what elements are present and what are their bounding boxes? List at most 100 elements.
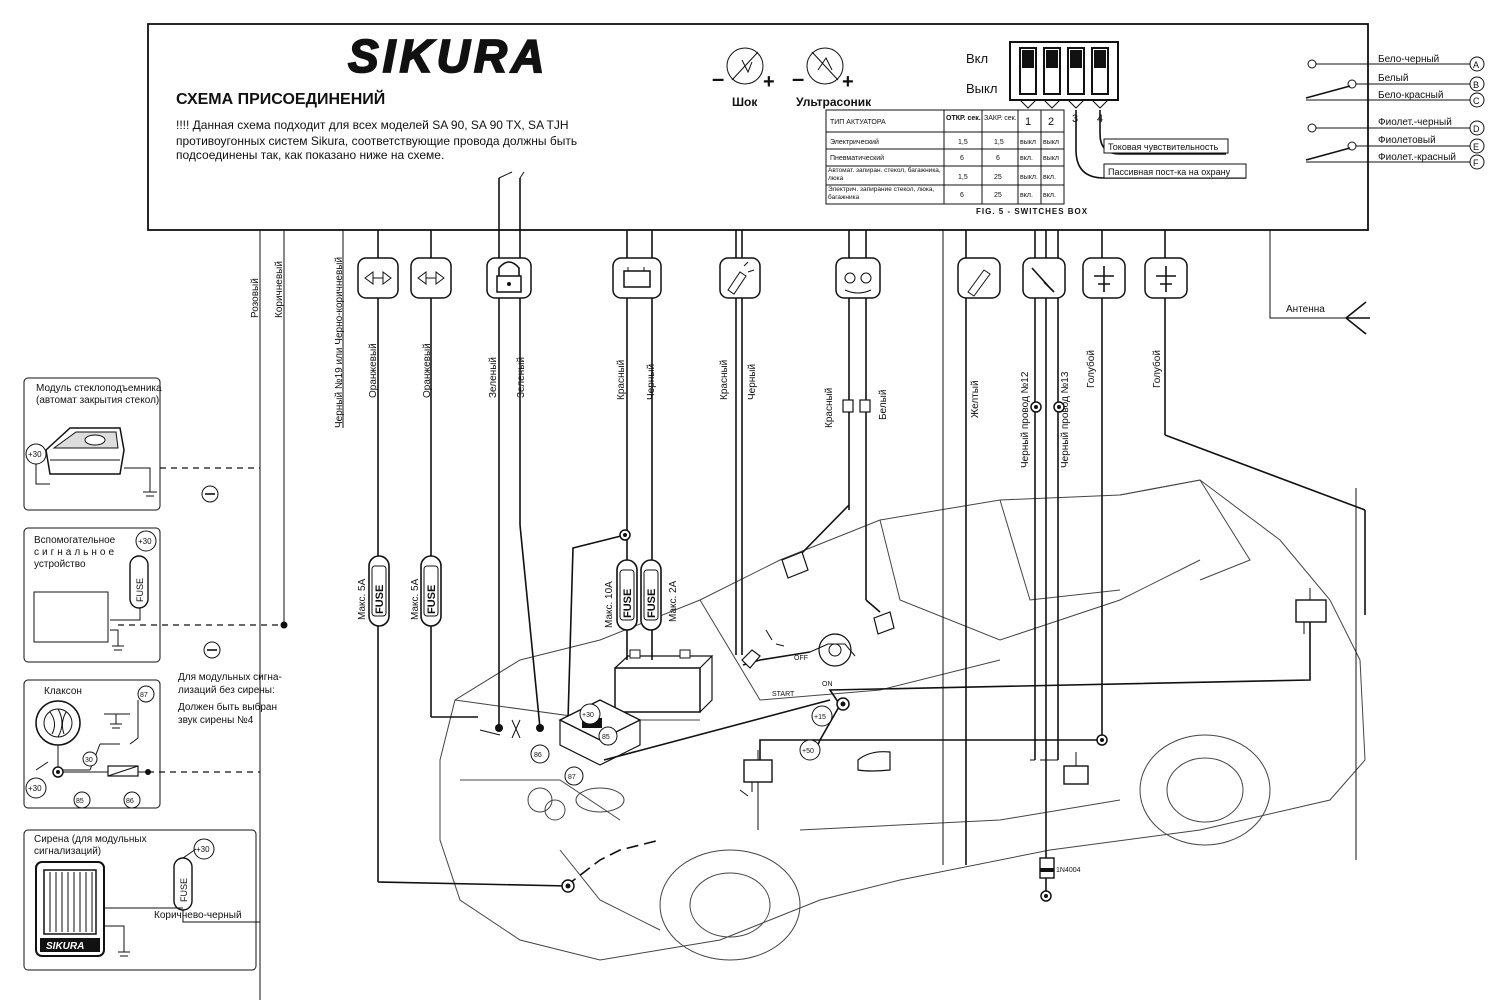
svg-text:–: – xyxy=(792,66,804,91)
fuse-4-label: FUSE xyxy=(646,589,658,618)
siren-wire-label: Коричнево-черный xyxy=(154,910,242,921)
aux-wiring xyxy=(110,608,141,651)
relay-plus30-marker xyxy=(579,703,601,725)
aux-plus30: +30 xyxy=(138,537,152,546)
horn-plus30-marker xyxy=(25,777,47,799)
fuse-1-label: FUSE xyxy=(374,585,386,614)
letter-b: B xyxy=(1473,80,1479,90)
switch-off-label: Выкл xyxy=(966,81,997,96)
siren-icon xyxy=(35,861,105,957)
label-black12: Черный провод №12 xyxy=(1020,371,1031,468)
row3-sw2: вкл. xyxy=(1043,174,1056,181)
label-pink: Розовый xyxy=(250,278,261,318)
row4-sw2: вкл. xyxy=(1043,192,1056,199)
wire-a-label: Бело-черный xyxy=(1378,54,1439,65)
table-header-open: ОТКР. сек. xyxy=(946,115,981,122)
hood-switch-icon xyxy=(1022,257,1066,299)
relay-pin-87-marker xyxy=(564,766,584,786)
row4-type: Электрич. запирание стекол, люка, багажн… xyxy=(828,186,935,201)
diode-label: 1N4004 xyxy=(1056,867,1081,874)
ignition-plus50: +50 xyxy=(802,748,814,755)
connector-plugs-drawing xyxy=(741,551,895,772)
note-line-3: подсоединены так, как показано ниже на с… xyxy=(176,148,444,162)
current-sensitivity-box xyxy=(1103,138,1229,154)
window-module-wiring xyxy=(35,464,157,497)
label-black13: Черный провод №13 xyxy=(1060,371,1071,468)
label-yellow: Желтый xyxy=(970,380,981,418)
aux-fuse-label: FUSE xyxy=(135,578,145,602)
table-header-type: ТИП АКТУАТОРА xyxy=(830,119,886,126)
window-module-subtitle: (автомат закрытия стекол) xyxy=(36,395,159,406)
actuator-table xyxy=(825,109,1065,205)
header-frame xyxy=(147,23,1369,231)
horn-title: Клаксон xyxy=(44,686,82,697)
label-orange-1: Оранжевый xyxy=(368,343,379,398)
row1-close: 1,5 xyxy=(994,139,1004,146)
fuse-1-rating: Макс. 5A xyxy=(357,578,368,620)
relay-pin-85-marker xyxy=(598,726,618,746)
relay-pin-87: 87 xyxy=(568,774,576,781)
label-black19: Черный №19 или Черно-коричневый xyxy=(334,257,345,428)
siren-plus30: +30 xyxy=(196,845,210,854)
lamp-icon xyxy=(719,257,761,299)
fuse-3-label: FUSE xyxy=(622,589,634,618)
horn-icon xyxy=(35,700,81,746)
junction-markers xyxy=(280,399,1108,902)
aux-device-box xyxy=(33,591,109,643)
label-red-1: Красный xyxy=(616,360,627,400)
svg-text:+: + xyxy=(763,71,775,93)
door-pin-switch-icon-1 xyxy=(1082,257,1126,299)
horn-pin-87: 87 xyxy=(140,692,148,699)
aux-line-2: сигнальное xyxy=(34,547,117,558)
pin-switch-drawings xyxy=(739,588,1327,879)
sw-num-1: 1 xyxy=(1025,116,1031,128)
horn-pin-85-marker xyxy=(73,791,91,809)
row3-type-wrap: Автомат. запиран. стекол, багажника, люк… xyxy=(828,167,941,182)
label-white: Белый xyxy=(878,390,889,420)
ultrasonic-label: Ультрасоник xyxy=(796,95,872,109)
relay-pin-85: 85 xyxy=(602,734,610,741)
label-green-1: Зеленый xyxy=(488,357,499,398)
fuse-3-icon xyxy=(616,559,638,631)
letter-d: D xyxy=(1473,124,1480,134)
wire-b-label: Белый xyxy=(1378,73,1408,84)
antenna-label: Антенна xyxy=(1286,304,1325,315)
battery-drawing xyxy=(614,649,714,713)
wire-c-label: Бело-красный xyxy=(1378,90,1443,101)
plus15-marker xyxy=(811,705,833,727)
ignition-switch-drawing xyxy=(809,633,856,667)
label-black-1: Черный xyxy=(646,364,657,400)
horn-pin-30-marker xyxy=(82,751,98,767)
relay-plus30: +30 xyxy=(582,712,594,719)
row3-sw1: выкл. xyxy=(1020,174,1038,181)
wire-bundle xyxy=(259,171,1366,1000)
row4-sw1: вкл. xyxy=(1020,192,1033,199)
letter-e: E xyxy=(1473,142,1479,152)
battery-icon xyxy=(612,257,662,299)
label-red-3: Красный xyxy=(824,388,835,428)
wire-e-label: Фиолетовый xyxy=(1378,135,1436,146)
note-line-1: !!!! Данная схема подходит для всех моде… xyxy=(176,118,569,132)
switches-box-caption: FIG. 5 - SWITCHES BOX xyxy=(976,207,1088,216)
label-brown: Коричневый xyxy=(274,261,285,318)
horn-pin-87-marker xyxy=(137,685,155,703)
modular-note-3: Должен быть выбран xyxy=(178,701,277,713)
row4-type-wrap: Электрич. запирание стекол, люка, багажн… xyxy=(828,186,935,201)
ultrasonic-module-icon xyxy=(835,257,881,299)
engine-parts-drawing xyxy=(479,719,625,821)
letter-a: A xyxy=(1473,60,1479,70)
row3-open: 1,5 xyxy=(958,174,968,181)
horn-pin-86-marker xyxy=(123,791,141,809)
row2-type: Пневматический xyxy=(830,154,884,162)
fuse-4-icon xyxy=(640,559,662,631)
fuse-1-icon xyxy=(368,555,390,627)
row2-open: 6 xyxy=(960,155,964,162)
modular-note-2: лизаций без сирены: xyxy=(178,684,275,696)
row2-sw1: вкл. xyxy=(1020,155,1033,162)
right-wire-switches xyxy=(1305,59,1470,163)
horn-pin-86: 86 xyxy=(126,798,134,805)
label-blue-1: Голубой xyxy=(1085,350,1097,388)
row1-type: Электрический xyxy=(830,138,879,146)
wire-d-label: Фиолет.-черный xyxy=(1378,117,1452,128)
passive-arming-label: Пассивная пост-ка на охрану xyxy=(1108,167,1231,177)
